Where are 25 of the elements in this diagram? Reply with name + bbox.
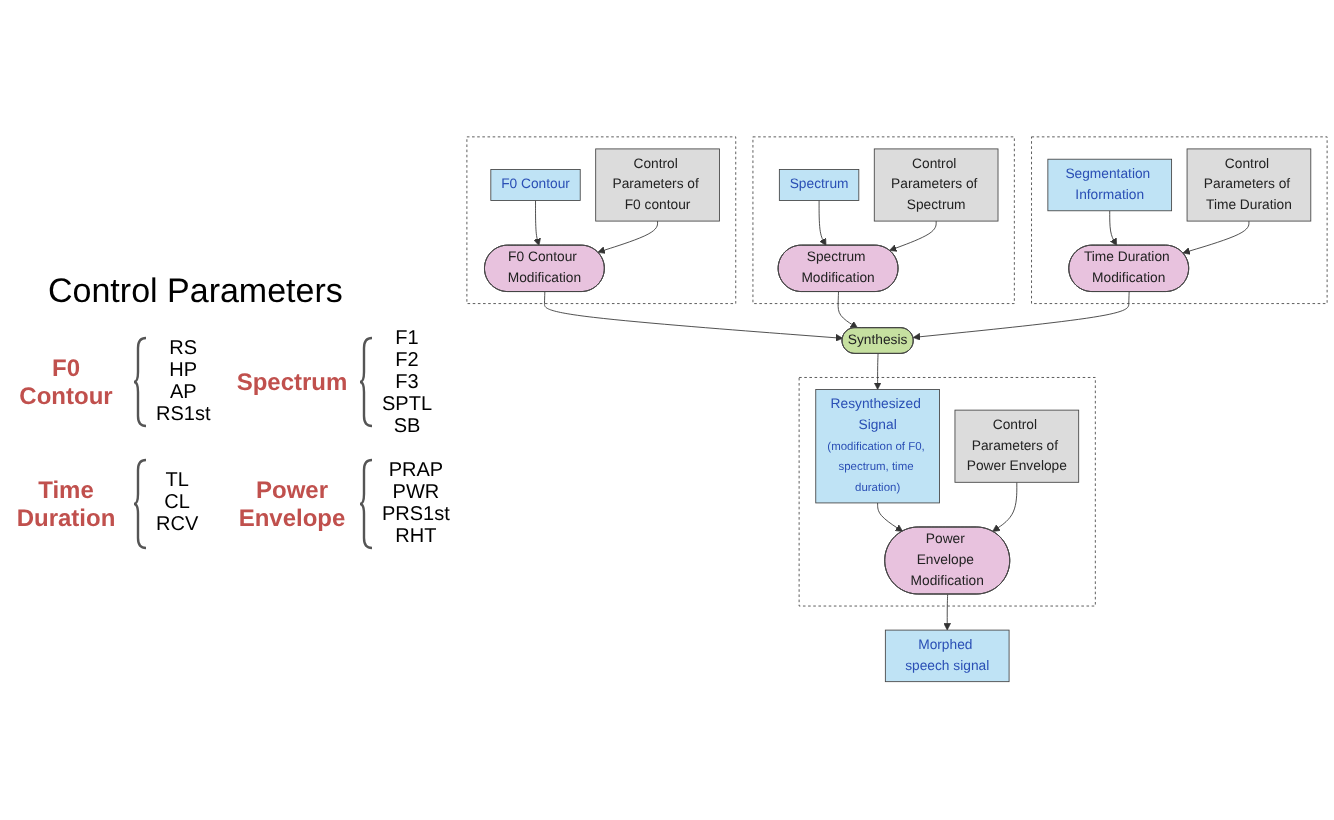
parameter-label: SPTL — [382, 393, 433, 415]
parameter-label: RS — [169, 338, 198, 360]
parameter-label: F2 — [395, 349, 419, 371]
category-label: Time Duration — [14, 475, 118, 531]
cluster — [752, 137, 1015, 305]
parameter-label: CL — [164, 492, 190, 514]
parameter-label: RHT — [395, 525, 437, 547]
parameter-label: PWR — [392, 481, 440, 503]
cluster — [1031, 137, 1328, 305]
section-heading: Control Parameters — [48, 271, 345, 311]
cluster — [798, 377, 1096, 608]
parameter-label: PRS1st — [382, 503, 450, 525]
parameter-label: RCV — [156, 514, 199, 536]
parameter-label: HP — [169, 360, 198, 382]
parameter-label: F3 — [395, 371, 419, 393]
category-label: Power Envelope — [236, 475, 348, 531]
category-label: Spectrum — [234, 368, 350, 396]
parameter-label: RS1st — [156, 404, 211, 426]
parameter-label: SB — [393, 415, 421, 437]
parameter-label: AP — [169, 382, 197, 404]
parameter-label: F1 — [395, 327, 419, 349]
parameter-label: TL — [165, 470, 189, 492]
category-label: F0 Contour — [17, 354, 115, 410]
parameter-label: PRAP — [388, 459, 444, 481]
cluster — [466, 137, 737, 305]
